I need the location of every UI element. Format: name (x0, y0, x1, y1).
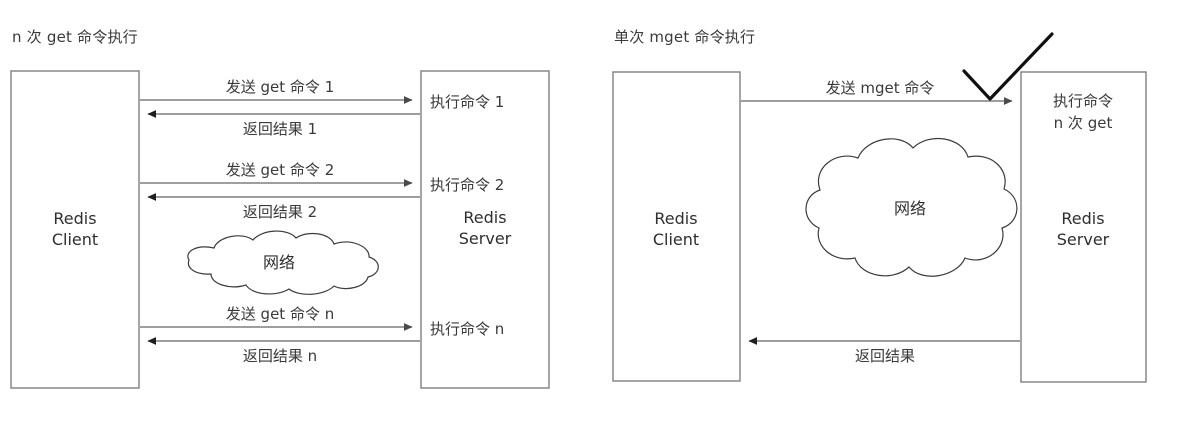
left-server-label-line2: Server (458, 229, 512, 248)
right-server-label-line2: Server (1056, 230, 1110, 249)
left-exchange-2-response-label: 返回结果 2 (242, 203, 318, 221)
left-server-step-1: 执行命令 1 (430, 93, 505, 111)
right-request-label: 发送 mget 命令 (825, 79, 935, 97)
left-exchange-n-request-label: 发送 get 命令 n (225, 305, 335, 323)
left-cloud-label: 网络 (262, 253, 296, 272)
left-server-step-n: 执行命令 n (430, 320, 505, 338)
left-server-label-line1: Redis (463, 208, 507, 227)
right-client-box (612, 71, 741, 382)
right-server-step-line1: 执行命令 (1052, 92, 1114, 110)
left-exchange-2-request-label: 发送 get 命令 2 (225, 161, 335, 179)
right-network-cloud (805, 137, 1018, 277)
right-client-label-line2: Client (652, 230, 700, 249)
left-exchange-n-response-label: 返回结果 n (242, 347, 318, 365)
right-cloud-label: 网络 (893, 199, 927, 218)
left-server-step-2: 执行命令 2 (430, 176, 505, 194)
right-response-label: 返回结果 (854, 347, 916, 365)
right-server-box (1020, 71, 1147, 383)
left-client-label-line1: Redis (53, 209, 97, 228)
right-panel-title: 单次 mget 命令执行 (614, 28, 756, 46)
left-panel-title: n 次 get 命令执行 (12, 28, 138, 46)
right-server-label-line1: Redis (1061, 209, 1105, 228)
left-client-label-line2: Client (51, 230, 99, 249)
right-server-step-line2: n 次 get (1053, 114, 1113, 132)
left-exchange-1-response-label: 返回结果 1 (242, 120, 318, 138)
check-mark-icon (962, 32, 1054, 101)
right-client-label-line1: Redis (654, 209, 698, 228)
left-server-box (420, 70, 550, 389)
left-network-cloud (187, 230, 379, 295)
left-exchange-1-request-label: 发送 get 命令 1 (225, 78, 335, 96)
left-client-box (10, 70, 140, 389)
